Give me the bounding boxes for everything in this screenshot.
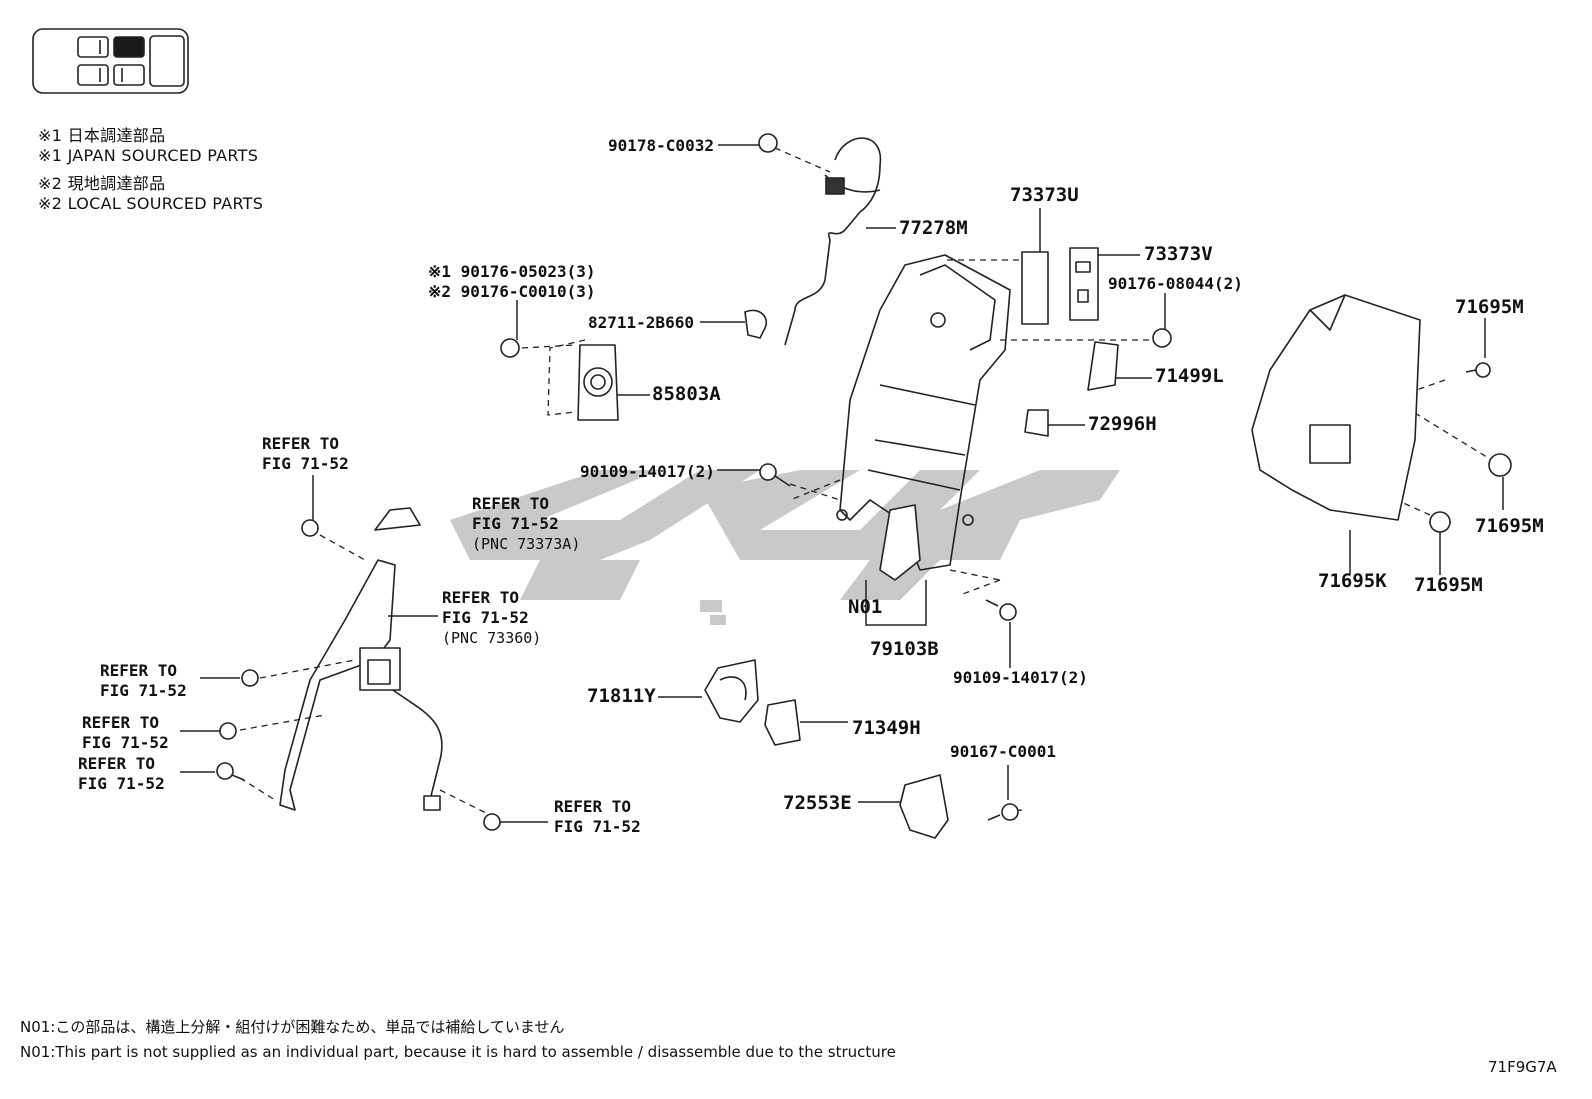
part-label-71349h[interactable]: 71349H — [852, 717, 921, 739]
refer-line1: REFER TO — [262, 434, 340, 453]
refer-line1: REFER TO — [78, 754, 156, 773]
refer-to-fig-71-52-pnc-73373a[interactable]: REFER TO FIG 71-52 (PNC 73373A) — [472, 494, 580, 554]
refer-line2: FIG 71-52 — [100, 681, 187, 700]
refer-line2: FIG 71-52 — [262, 454, 349, 473]
refer-to-fig-71-52-bottom[interactable]: REFER TO FIG 71-52 — [554, 797, 641, 837]
part-label-73373u[interactable]: 73373U — [1010, 184, 1079, 206]
part-label-71695m-top[interactable]: 71695M — [1455, 296, 1524, 318]
refer-line2: FIG 71-52 — [82, 733, 169, 752]
refer-line1: REFER TO — [100, 661, 178, 680]
footer-note-jp: N01:この部品は、構造上分解・組付けが困難なため、単品では補給していません — [20, 1018, 565, 1036]
refer-line2: FIG 71-52 — [442, 608, 529, 627]
part-label-90167-c0001[interactable]: 90167-C0001 — [950, 742, 1056, 761]
refer-to-fig-71-52-pnc-73360[interactable]: REFER TO FIG 71-52 (PNC 73360) — [442, 588, 541, 648]
part-label-90109-14017-top[interactable]: 90109-14017(2) — [580, 462, 715, 481]
refer-line2: FIG 71-52 — [554, 817, 641, 836]
part-label-79103b[interactable]: 79103B — [870, 638, 939, 660]
part-label-82711-2b660[interactable]: 82711-2B660 — [588, 313, 694, 332]
refer-line1: REFER TO — [472, 494, 550, 513]
note-local-sourced-jp: ※2 現地調達部品 — [38, 174, 166, 193]
part-label-77278m[interactable]: 77278M — [899, 217, 968, 239]
part-label-71811y[interactable]: 71811Y — [587, 685, 656, 707]
part-label-90176-05023[interactable]: ※1 90176-05023(3) — [428, 262, 596, 281]
nut-90178 — [758, 133, 778, 153]
part-label-71499l[interactable]: 71499L — [1155, 365, 1224, 387]
note-japan-sourced-jp: ※1 日本調達部品 — [38, 126, 166, 145]
refer-line2: FIG 71-52 — [78, 774, 165, 793]
note-local-sourced-en: ※2 LOCAL SOURCED PARTS — [38, 194, 264, 213]
note-japan-sourced-en: ※1 JAPAN SOURCED PARTS — [38, 146, 259, 165]
figure-code: 71F9G7A — [1488, 1058, 1557, 1076]
refer-line1: REFER TO — [442, 588, 520, 607]
part-label-n01[interactable]: N01 — [848, 596, 883, 618]
part-label-90178-c0032[interactable]: 90178-C0032 — [608, 136, 714, 155]
part-label-90176-08044[interactable]: 90176-08044(2) — [1108, 274, 1243, 293]
part-label-85803a[interactable]: 85803A — [652, 383, 721, 405]
part-label-90176-c0010[interactable]: ※2 90176-C0010(3) — [428, 282, 596, 301]
refer-to-fig-71-52-left-c[interactable]: REFER TO FIG 71-52 — [78, 754, 165, 794]
part-label-73373v[interactable]: 73373V — [1144, 243, 1213, 265]
part-label-71695m-right[interactable]: 71695M — [1475, 515, 1544, 537]
part-label-72996h[interactable]: 72996H — [1088, 413, 1157, 435]
refer-pnc: (PNC 73373A) — [472, 535, 581, 553]
part-label-71695m-bottom[interactable]: 71695M — [1414, 574, 1483, 596]
refer-to-fig-71-52-left-b[interactable]: REFER TO FIG 71-52 — [82, 713, 169, 753]
refer-pnc: (PNC 73360) — [442, 629, 542, 647]
refer-to-fig-71-52-top[interactable]: REFER TO FIG 71-52 — [262, 434, 349, 474]
seat-position-icon — [32, 28, 189, 94]
refer-to-fig-71-52-left-a[interactable]: REFER TO FIG 71-52 — [100, 661, 187, 701]
footer-note-en: N01:This part is not supplied as an indi… — [20, 1043, 896, 1061]
part-label-90109-14017-bottom[interactable]: 90109-14017(2) — [953, 668, 1088, 687]
refer-line2: FIG 71-52 — [472, 514, 559, 533]
refer-line1: REFER TO — [82, 713, 160, 732]
part-label-72553e[interactable]: 72553E — [783, 792, 852, 814]
part-label-71695k[interactable]: 71695K — [1318, 570, 1387, 592]
refer-line1: REFER TO — [554, 797, 632, 816]
